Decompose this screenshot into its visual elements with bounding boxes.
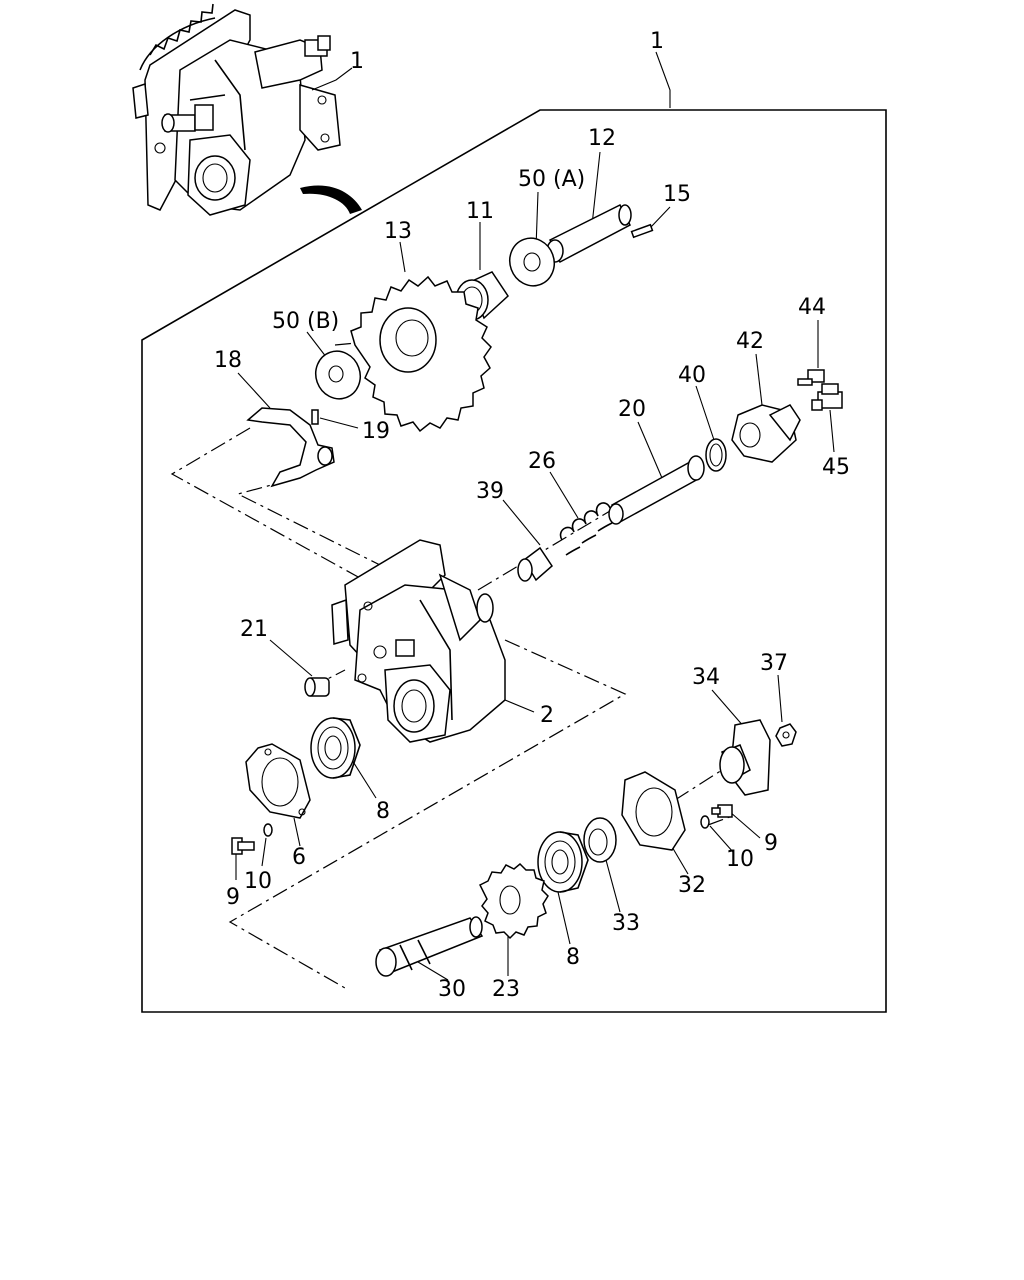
callout-12: 12 [588,126,616,151]
callout-32: 32 [678,873,706,898]
part-9-bolt-left [231,837,255,855]
callout-labels: 1 1 12 50 (A) 15 11 13 50 (B) 18 19 44 4… [214,29,850,1002]
callout-18: 18 [214,348,242,373]
part-40-o-ring [705,438,727,472]
callout-40: 40 [678,363,706,388]
part-26-spring [559,502,613,556]
callout-34: 34 [692,665,720,690]
callout-50b: 50 (B) [272,309,339,334]
part-50a-washer [509,237,555,287]
callout-13: 13 [384,219,412,244]
callout-30: 30 [438,977,466,1002]
part-13-gear [350,275,492,433]
callout-11: 11 [466,199,494,224]
part-20-piston-rod [608,455,705,525]
part-42-cylinder-cover [731,404,801,463]
part-23-gear [478,862,549,940]
part-6-cover-plate [245,743,311,819]
callout-50a: 50 (A) [518,167,585,192]
part-8-bearing-lower [537,831,589,893]
part-32-cover-plate [621,771,686,851]
callout-2: 2 [540,703,554,728]
callout-15: 15 [663,182,691,207]
part-9-bolt-right [711,804,733,818]
callout-26: 26 [528,449,556,474]
part-44-bolt [797,369,825,386]
part-33-oil-seal [583,817,617,863]
callout-39: 39 [476,479,504,504]
assembly-frame [141,51,887,1013]
part-19-pin [311,409,319,425]
callout-9-right: 9 [764,831,778,856]
part-45-switch [811,383,843,411]
part-8-bearing-upper [310,717,361,779]
callout-10-right: 10 [726,847,754,872]
callout-42: 42 [736,329,764,354]
assembled-pto-unit [132,3,362,216]
part-30-output-shaft [375,916,484,977]
part-10-washer-right [700,815,710,829]
callout-45: 45 [822,455,850,480]
callout-1-assembly: 1 [650,29,664,54]
part-39-collar [517,546,553,582]
callout-10-left: 10 [244,869,272,894]
callout-8-upper: 8 [376,799,390,824]
callout-33: 33 [612,911,640,936]
callout-23: 23 [492,977,520,1002]
part-21-plug [304,677,330,697]
callout-6: 6 [292,845,306,870]
part-2-housing [331,539,506,743]
leader-lines [235,151,835,981]
callout-44: 44 [798,295,826,320]
part-34-flange [719,719,771,796]
part-50b-washer [315,350,361,400]
part-15-pin [630,223,654,239]
callout-19: 19 [362,419,390,444]
callout-8-lower: 8 [566,945,580,970]
callout-1-top: 1 [350,49,364,74]
callout-21: 21 [240,617,268,642]
part-37-nut [775,723,797,747]
callout-37: 37 [760,651,788,676]
callout-20: 20 [618,397,646,422]
part-10-washer-left [263,823,273,837]
part-18-shift-fork [246,407,335,488]
part-12-shaft [546,203,632,264]
callout-9-left: 9 [226,885,240,910]
